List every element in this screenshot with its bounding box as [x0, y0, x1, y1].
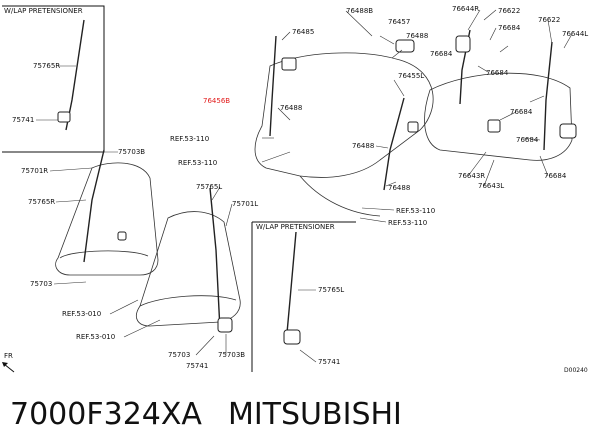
parts-diagram: W/LAP PRETENSIONER W/LAP PRETENSIONER 75…	[2, 5, 588, 374]
label-75703B-center: 75703B	[218, 351, 245, 359]
label-76488-top: 76488	[406, 32, 428, 40]
label-75701R: 75701R	[21, 167, 48, 175]
label-75741-center: 75741	[186, 362, 208, 370]
label-76643L: 76643L	[478, 182, 504, 190]
front-label: FR	[4, 352, 13, 360]
brand-name: MITSUBISHI	[227, 397, 402, 432]
footer-caption: 7000F324XA MITSUBISHI	[10, 392, 600, 438]
label-76684-b: 76684	[430, 50, 453, 58]
label-75765R-box: 75765R	[33, 62, 60, 70]
label-ref-53-010-b: REF.53-010	[76, 333, 115, 341]
label-76684-c: 76684	[486, 69, 509, 77]
label-75701L: 75701L	[232, 200, 258, 208]
label-75765L: 75765L	[196, 183, 222, 191]
hardware-parts	[57, 35, 577, 345]
label-ref-53-110-b: REF.53-110	[178, 159, 217, 167]
label-76488B: 76488B	[346, 7, 373, 15]
label-75741-box2: 75741	[318, 358, 340, 366]
label-76622-top: 76622	[498, 7, 520, 15]
label-ref-53-110-a: REF.53-110	[170, 135, 209, 143]
label-76643R: 76643R	[458, 172, 485, 180]
part-number: 7000F324XA	[10, 397, 202, 432]
label-76684-d: 76684	[510, 108, 533, 116]
label-ref-53-110-c: REF.53-110	[396, 207, 435, 215]
label-highlighted-part: 76456B	[203, 97, 230, 105]
label-76644R: 76644R	[452, 5, 479, 13]
label-75703-center: 75703	[168, 351, 190, 359]
label-76455L: 76455L	[398, 72, 424, 80]
label-76488-mid: 76488	[280, 104, 302, 112]
label-76488-center: 76488	[352, 142, 374, 150]
pretensioner-box-left	[2, 5, 105, 153]
label-76684-e: 76684	[516, 136, 539, 144]
label-75765R-lower: 75765R	[28, 198, 55, 206]
label-76622-right: 76622	[538, 16, 560, 24]
label-75765L-box: 75765L	[318, 286, 344, 294]
label-75741-box: 75741	[12, 116, 34, 124]
box-title-center: W/LAP PRETENSIONER	[256, 223, 335, 231]
label-76644L: 76644L	[562, 30, 588, 38]
leader-lines	[36, 9, 573, 363]
label-76488-lower: 76488	[388, 184, 410, 192]
label-ref-53-110-d: REF.53-110	[388, 219, 427, 227]
label-75703-left: 75703	[30, 280, 52, 288]
label-76457: 76457	[388, 18, 410, 26]
seat-outlines	[55, 52, 573, 327]
drawing-code: D00240	[564, 367, 588, 374]
label-76485: 76485	[292, 28, 314, 36]
label-ref-53-010-a: REF.53-010	[62, 310, 101, 318]
label-76684-a: 76684	[498, 24, 521, 32]
front-arrow-icon	[2, 362, 15, 373]
label-76684-f: 76684	[544, 172, 567, 180]
label-75703B-left: 75703B	[118, 148, 145, 156]
box-title-left: W/LAP PRETENSIONER	[4, 7, 83, 15]
